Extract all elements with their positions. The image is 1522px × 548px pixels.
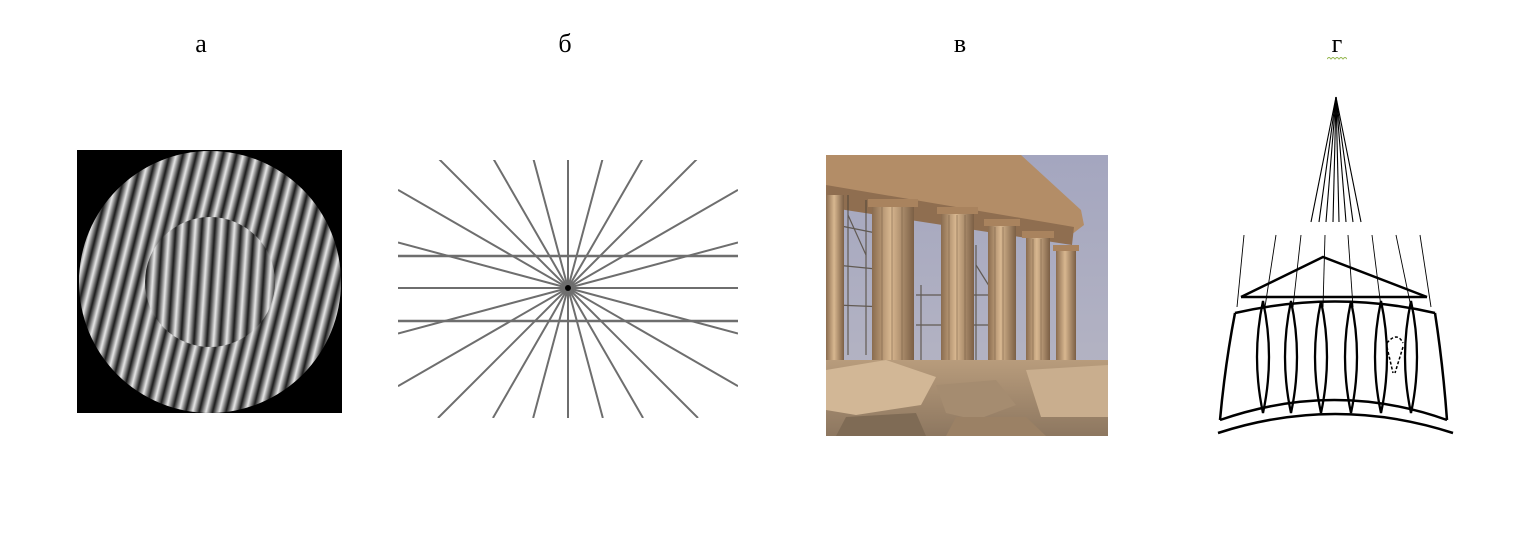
- temple-columns: [1255, 300, 1419, 414]
- dashed-arc: [1386, 336, 1404, 344]
- capital-6: [1053, 245, 1079, 251]
- column-1: [826, 195, 844, 375]
- guide-line: [1371, 234, 1382, 308]
- column-4: [988, 225, 1016, 365]
- parthenon-svg: [826, 155, 1108, 436]
- guide-line: [1419, 234, 1432, 308]
- block-5: [946, 417, 1046, 436]
- fan-line: [1310, 96, 1337, 223]
- column-fluting: [881, 207, 1042, 367]
- block-4: [836, 413, 926, 436]
- pediment: [1240, 255, 1428, 299]
- panel-label-a: а: [195, 29, 207, 58]
- guide-line: [1347, 234, 1354, 308]
- fan-line: [1325, 96, 1337, 223]
- column-2: [872, 205, 914, 360]
- temple-column: [1313, 300, 1329, 414]
- block-2: [936, 380, 1016, 420]
- panel-label-b: б: [558, 29, 572, 58]
- right-side: [1433, 312, 1449, 421]
- base-curve: [1217, 412, 1454, 435]
- guide-line: [1236, 234, 1245, 308]
- dashed-right: [1394, 346, 1404, 374]
- temple-svg: [1217, 96, 1454, 435]
- stylobate-curve: [1219, 398, 1448, 422]
- moire-inner-disc: [145, 217, 275, 347]
- temple-column: [1255, 300, 1271, 414]
- entablature: [826, 155, 1084, 235]
- temple-column: [1403, 300, 1419, 414]
- parthenon-photo: [826, 155, 1108, 436]
- dashed-left: [1386, 346, 1394, 374]
- panel-label-g-text: г: [1331, 29, 1343, 58]
- fan-line: [1335, 96, 1354, 223]
- panel-label-g: г: [1317, 28, 1357, 60]
- column-5: [1026, 237, 1050, 367]
- capital-5: [1022, 231, 1054, 238]
- block-1: [826, 360, 936, 415]
- temple-column: [1373, 300, 1389, 414]
- temple-column: [1343, 300, 1359, 414]
- temple-schematic: [1215, 95, 1455, 435]
- guide-line: [1322, 234, 1326, 308]
- fan-line: [1332, 96, 1337, 223]
- panel-label-v: в: [953, 29, 967, 58]
- hering-svg: [398, 160, 738, 418]
- center-point: [565, 285, 571, 291]
- fan-line: [1335, 96, 1347, 223]
- fan-line: [1335, 96, 1340, 223]
- column-6: [1056, 250, 1076, 370]
- capital-4: [984, 219, 1020, 226]
- moire-figure: [77, 150, 342, 413]
- moire-svg: [77, 150, 342, 413]
- hering-figure: [398, 160, 738, 418]
- capital-3: [937, 207, 978, 214]
- block-3: [1026, 365, 1108, 417]
- fan-lines: [1310, 96, 1362, 223]
- spell-check-underline: [1327, 57, 1347, 60]
- temple-column: [1283, 300, 1299, 414]
- guide-line: [1395, 234, 1412, 308]
- left-side: [1218, 312, 1237, 421]
- guide-line: [1264, 234, 1277, 308]
- capital-2: [868, 199, 918, 207]
- fan-line: [1318, 96, 1337, 223]
- guide-lines: [1236, 234, 1432, 308]
- fan-line: [1335, 96, 1362, 223]
